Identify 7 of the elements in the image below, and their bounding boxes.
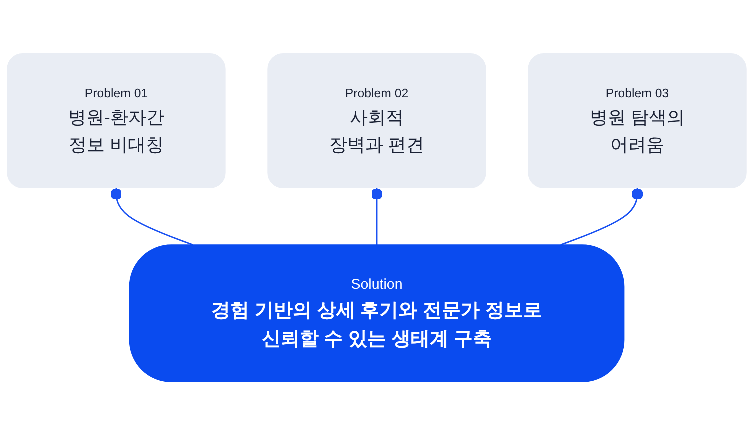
connector bbox=[371, 188, 383, 246]
connector bbox=[560, 188, 644, 246]
node-box: Problem 02 사회적 장벽과 편견 bbox=[268, 54, 486, 189]
node-box: Problem 03 병원 탐색의 어려움 bbox=[528, 54, 747, 189]
node-box: Solution 경험 기반의 상세 후기와 전문가 정보로 신뢰할 수 있는 생태계 구축 bbox=[129, 244, 625, 382]
connector bbox=[110, 188, 194, 246]
node-box: Problem 01 병원-환자간 정보 비대칭 bbox=[7, 54, 226, 189]
